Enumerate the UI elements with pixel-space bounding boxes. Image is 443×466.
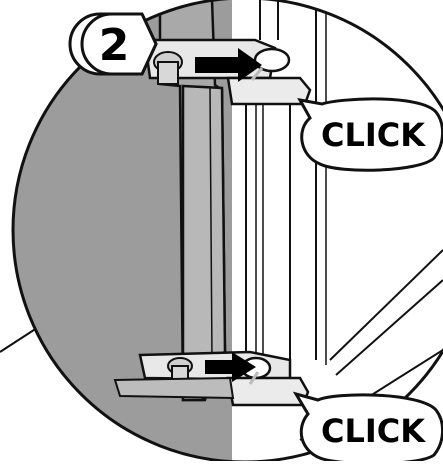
top-push-arrow: [195, 48, 262, 82]
click-callout-bottom: CLICK: [292, 391, 443, 466]
click-callout-top: CLICK: [297, 97, 443, 172]
step-badge: 2: [68, 12, 158, 76]
leader-line: [0, 325, 41, 353]
click-label-bottom: CLICK: [321, 412, 426, 450]
click-label-top: CLICK: [321, 116, 426, 154]
bottom-hinge: [113, 350, 310, 407]
step-number: 2: [99, 20, 130, 71]
bottom-push-arrow: [205, 352, 256, 382]
